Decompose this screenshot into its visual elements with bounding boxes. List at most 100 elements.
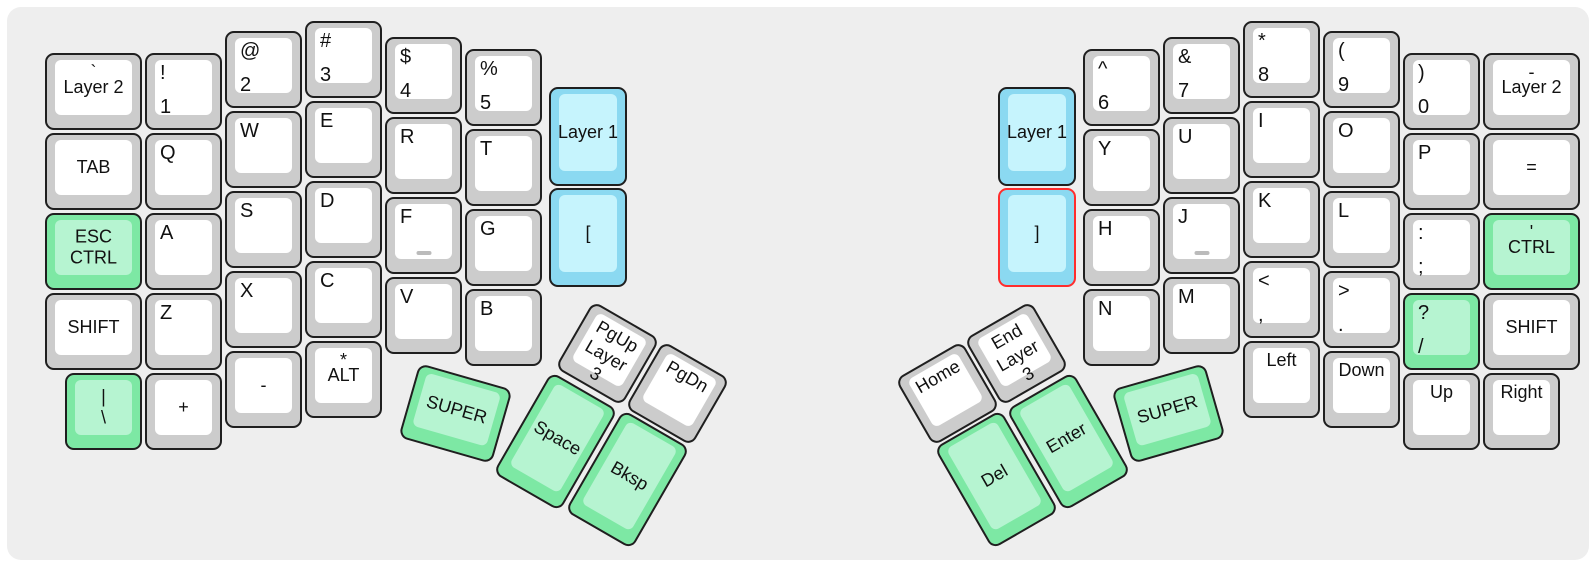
key-legend: 0 <box>1418 96 1430 118</box>
key-h[interactable]: H <box>1083 209 1160 286</box>
key-comma[interactable]: <, <box>1243 261 1320 338</box>
key-equals[interactable]: = <box>1483 133 1580 210</box>
key-a[interactable]: A <box>145 213 222 290</box>
key-f[interactable]: F <box>385 197 462 274</box>
key-up[interactable]: Up <box>1403 373 1480 450</box>
key-alt[interactable]: *ALT <box>305 341 382 418</box>
key-esc-ctrl[interactable]: ESC CTRL <box>45 213 142 290</box>
keycap-top: SHIFT <box>55 300 132 355</box>
key-legend: SHIFT <box>67 316 120 337</box>
keycap-top: = <box>1493 140 1570 195</box>
key-right[interactable]: Right <box>1483 373 1560 450</box>
key-j[interactable]: J <box>1163 197 1240 274</box>
keycap-top: PgDn <box>641 351 718 429</box>
keycap-top: H <box>1093 216 1150 271</box>
key-legend: Down <box>1338 360 1385 380</box>
key-p[interactable]: P <box>1403 133 1480 210</box>
key-tab[interactable]: TAB <box>45 133 142 210</box>
keycap-top: ?/ <box>1413 300 1470 358</box>
key-shift-left[interactable]: SHIFT <box>45 293 142 370</box>
key-4[interactable]: $4 <box>385 37 462 114</box>
key-k[interactable]: K <box>1243 181 1320 258</box>
key-legend: Space <box>530 415 585 459</box>
key-w[interactable]: W <box>225 111 302 188</box>
key-1[interactable]: !1 <box>145 53 222 130</box>
key-c[interactable]: C <box>305 261 382 338</box>
key-super-right[interactable]: SUPER <box>1111 363 1226 464</box>
keycap-top: I <box>1253 108 1310 163</box>
key-o[interactable]: O <box>1323 111 1400 188</box>
key-b[interactable]: B <box>465 289 542 366</box>
key-g[interactable]: G <box>465 209 542 286</box>
keycap-top: T <box>475 136 532 191</box>
key-legend: ^ <box>1098 58 1108 80</box>
key-super-left[interactable]: SUPER <box>398 363 513 464</box>
keycap-top: ] <box>1008 195 1066 272</box>
keycap-top: S <box>235 198 292 253</box>
key-legend: J <box>1178 206 1188 228</box>
key-q[interactable]: Q <box>145 133 222 210</box>
keycap-top: M <box>1173 284 1230 339</box>
keycap-top: K <box>1253 188 1310 243</box>
key-legend: - <box>1528 62 1535 82</box>
key-backslash[interactable]: | \ <box>65 373 142 450</box>
keycap-top: -Layer 2 <box>1493 60 1570 115</box>
key-plus[interactable]: + <box>145 373 222 450</box>
key-legend: Up <box>1429 382 1453 402</box>
key-lbracket[interactable]: [ <box>549 188 627 287</box>
key-z[interactable]: Z <box>145 293 222 370</box>
key-y[interactable]: Y <box>1083 129 1160 206</box>
key-layer1-right[interactable]: Layer 1 <box>998 87 1076 186</box>
key-3[interactable]: #3 <box>305 21 382 98</box>
key-rbracket[interactable]: ] <box>998 188 1076 287</box>
key-layer2-left[interactable]: `Layer 2 <box>45 53 142 130</box>
key-legend: Layer 1 <box>1006 121 1068 142</box>
key-legend: Enter <box>1042 417 1090 457</box>
key-r[interactable]: R <box>385 117 462 194</box>
key-period[interactable]: >. <box>1323 271 1400 348</box>
key-legend: R <box>400 126 415 148</box>
key-l[interactable]: L <box>1323 191 1400 268</box>
key-layer2-right[interactable]: -Layer 2 <box>1483 53 1580 130</box>
keycap-top: 'CTRL <box>1493 220 1570 275</box>
key-left[interactable]: Left <box>1243 341 1320 418</box>
key-5[interactable]: %5 <box>465 49 542 126</box>
key-slash[interactable]: ?/ <box>1403 293 1480 370</box>
key-6[interactable]: ^6 <box>1083 49 1160 126</box>
key-t[interactable]: T <box>465 129 542 206</box>
key-9[interactable]: (9 <box>1323 31 1400 108</box>
key-8[interactable]: *8 <box>1243 21 1320 98</box>
key-v[interactable]: V <box>385 277 462 354</box>
key-legend: K <box>1258 190 1272 212</box>
key-u[interactable]: U <box>1163 117 1240 194</box>
key-semicolon[interactable]: :; <box>1403 213 1480 290</box>
key-d[interactable]: D <box>305 181 382 258</box>
key-legend: SUPER <box>424 390 490 428</box>
key-legend: V <box>400 286 414 308</box>
key-legend: # <box>320 30 332 52</box>
key-m[interactable]: M <box>1163 277 1240 354</box>
key-e[interactable]: E <box>305 101 382 178</box>
key-7[interactable]: &7 <box>1163 37 1240 114</box>
key-i[interactable]: I <box>1243 101 1320 178</box>
key-legend: ALT <box>327 364 360 385</box>
key-legend: ` <box>90 62 97 82</box>
keycap-top: <, <box>1253 268 1310 326</box>
key-down[interactable]: Down <box>1323 351 1400 428</box>
key-x[interactable]: X <box>225 271 302 348</box>
key-quote-ctrl[interactable]: 'CTRL <box>1483 213 1580 290</box>
key-legend: 5 <box>480 92 492 114</box>
keycap-top: $4 <box>395 44 452 102</box>
key-legend: A <box>160 222 174 244</box>
key-minus[interactable]: - <box>225 351 302 428</box>
keycap-top: U <box>1173 124 1230 179</box>
key-n[interactable]: N <box>1083 289 1160 366</box>
key-2[interactable]: @2 <box>225 31 302 108</box>
key-shift-right[interactable]: SHIFT <box>1483 293 1580 370</box>
key-0[interactable]: )0 <box>1403 53 1480 130</box>
keycap-top: Layer 1 <box>1007 94 1067 171</box>
key-s[interactable]: S <box>225 191 302 268</box>
key-layer1-left[interactable]: Layer 1 <box>549 87 627 186</box>
keycap-top: J <box>1173 204 1230 259</box>
keycap-top: ^6 <box>1093 56 1150 114</box>
